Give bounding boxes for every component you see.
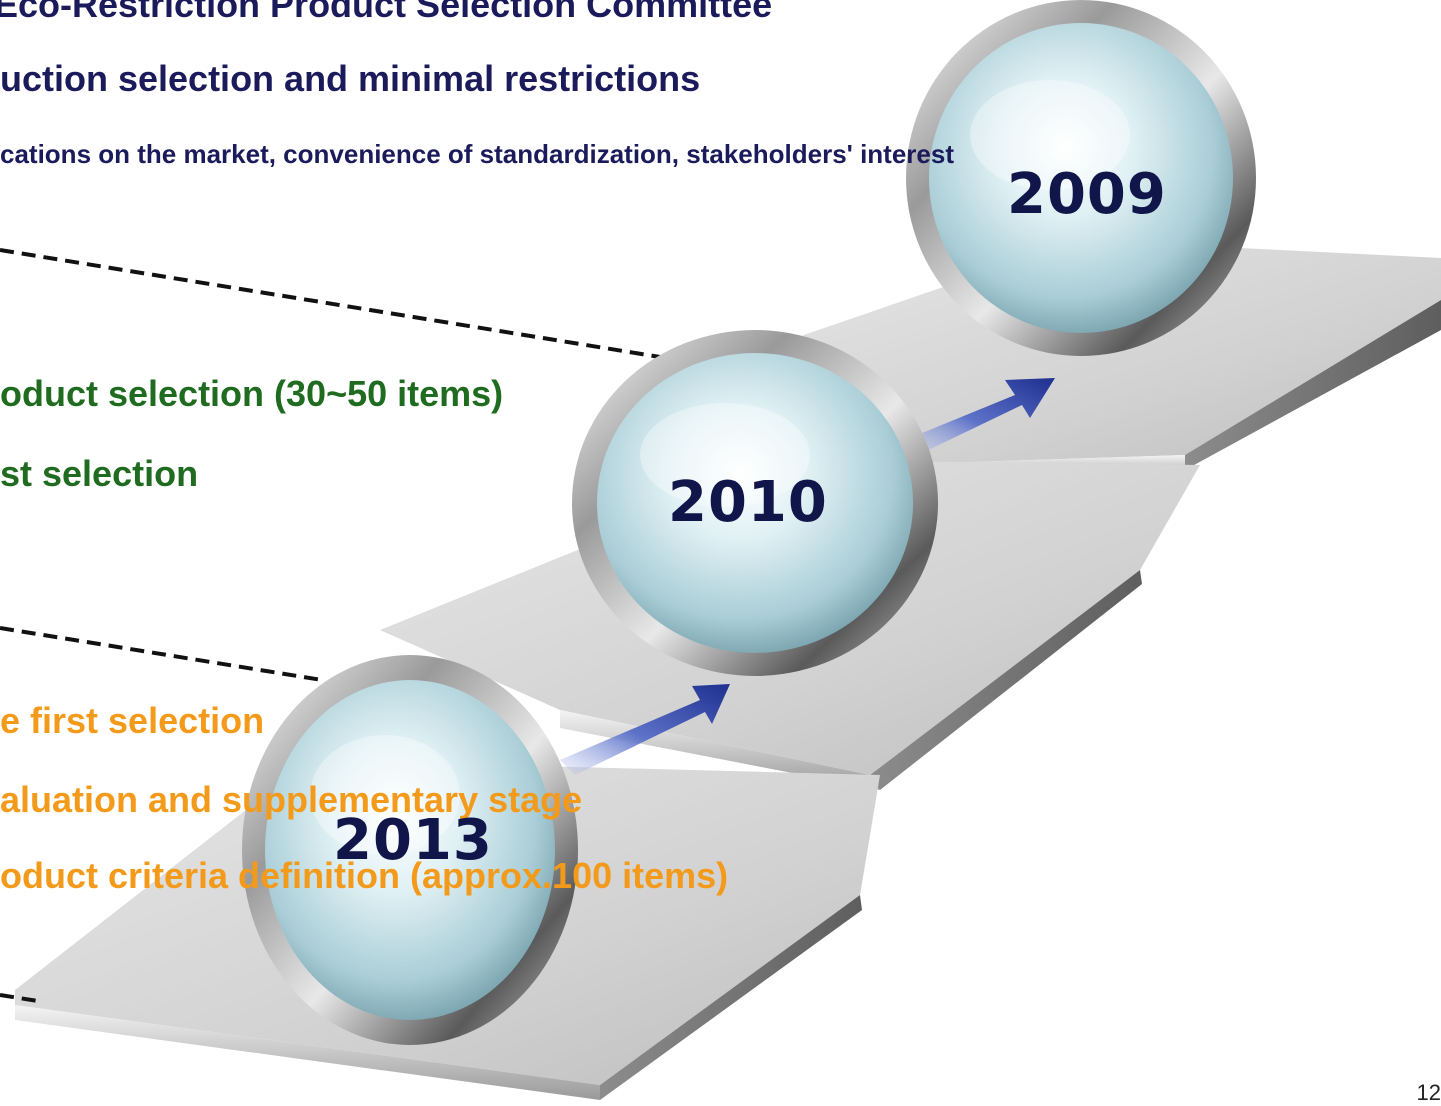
rising-arrow-icon: [560, 684, 730, 775]
committee-title: Eco-Restriction Product Selection Commit…: [0, 0, 773, 25]
year-label-2009: 2009: [1007, 162, 1167, 227]
leader-line-2013: [0, 626, 323, 682]
heading-line-considerations: cations on the market, convenience of st…: [0, 139, 954, 169]
magnifier-lens-icon: [572, 330, 938, 676]
leader-line-2010: [0, 248, 661, 359]
stage-2013-line3: oduct criteria definition (approx.100 it…: [0, 855, 729, 896]
leader-line-bottom: [0, 993, 39, 1003]
year-label-2010: 2010: [668, 470, 828, 535]
stage-2010-line1: oduct selection (30~50 items): [0, 373, 504, 414]
stage-2010-line2: st selection: [0, 453, 199, 494]
page-number: 12: [1416, 1080, 1441, 1105]
heading-line-selection: uction selection and minimal restriction…: [0, 58, 701, 99]
stage-2013-line1: e first selection: [0, 700, 265, 741]
rising-arrow-icon: [905, 378, 1055, 455]
magnifier-lens-icon: [242, 655, 578, 1045]
year-label-2013: 2013: [333, 808, 493, 873]
magnifier-lens-icon: [906, 0, 1256, 356]
stage-2013-line2: aluation and supplementary stage: [0, 779, 583, 820]
